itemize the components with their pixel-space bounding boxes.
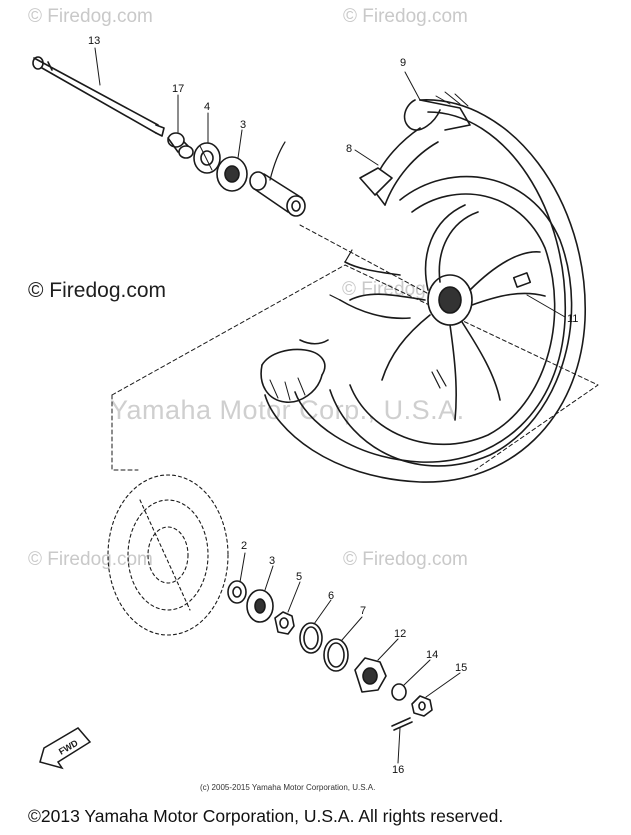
- bearing-lower-3: [246, 589, 274, 623]
- leader-lines: [94, 47, 566, 764]
- watermark-mid-left: © Firedog.com: [28, 279, 167, 302]
- gear-retainer-5: [274, 611, 295, 635]
- brake-disc: [107, 474, 229, 636]
- forward-arrow-icon: FWD: [39, 727, 92, 770]
- callout-7: 7: [360, 605, 366, 617]
- callout-3-upper: 3: [240, 119, 246, 131]
- callout-6: 6: [328, 590, 334, 602]
- callout-3-lower: 3: [269, 555, 275, 567]
- tube-8: [359, 127, 439, 206]
- bearing-lower-2: [227, 580, 247, 604]
- washer-14: [391, 683, 407, 701]
- bearing-upper-4: [193, 142, 221, 174]
- oil-seal-7: [323, 638, 349, 672]
- copyright-main: ©2013 Yamaha Motor Corporation, U.S.A. A…: [28, 806, 504, 826]
- watermark-top-left: © Firedog.com: [28, 6, 153, 27]
- callout-11: 11: [567, 313, 578, 325]
- callout-15: 15: [455, 662, 467, 674]
- callout-2: 2: [241, 540, 247, 552]
- cotter-pin-16: [391, 717, 413, 731]
- bearing-upper-3: [216, 156, 248, 192]
- watermark-top-right: © Firedog.com: [343, 6, 468, 27]
- callout-numbers: 13 17 4 3 9 8 11 2 3 5 6 7 12 14 15 16: [88, 35, 578, 776]
- callout-12: 12: [394, 628, 406, 640]
- tire-9: [260, 91, 586, 483]
- nut-15: [411, 695, 433, 717]
- axle-centerline: [299, 224, 441, 301]
- axle-part: [32, 56, 165, 137]
- callout-9: 9: [400, 57, 406, 69]
- copyright-small: (c) 2005-2015 Yamaha Motor Corporation, …: [200, 783, 376, 792]
- callout-16: 16: [392, 764, 404, 776]
- nut-12: [354, 657, 387, 693]
- assembly-box-left: [111, 394, 139, 471]
- collar-upper: [249, 141, 306, 217]
- wheel-rim: [329, 175, 573, 467]
- watermark-lower-left: © Firedog.com: [28, 549, 153, 570]
- callout-13: 13: [88, 35, 100, 47]
- callout-14: 14: [426, 649, 438, 661]
- assembly-box-top: [111, 264, 599, 471]
- oil-seal-6: [299, 622, 323, 654]
- callout-5: 5: [296, 571, 302, 583]
- callout-8: 8: [346, 143, 352, 155]
- callout-4: 4: [204, 101, 210, 113]
- watermark-yamaha: Yamaha Motor Corp., U.S.A.: [110, 395, 465, 425]
- callout-17: 17: [172, 83, 184, 95]
- spacer-17: [167, 132, 194, 159]
- watermark-lower-right: © Firedog.com: [343, 549, 468, 570]
